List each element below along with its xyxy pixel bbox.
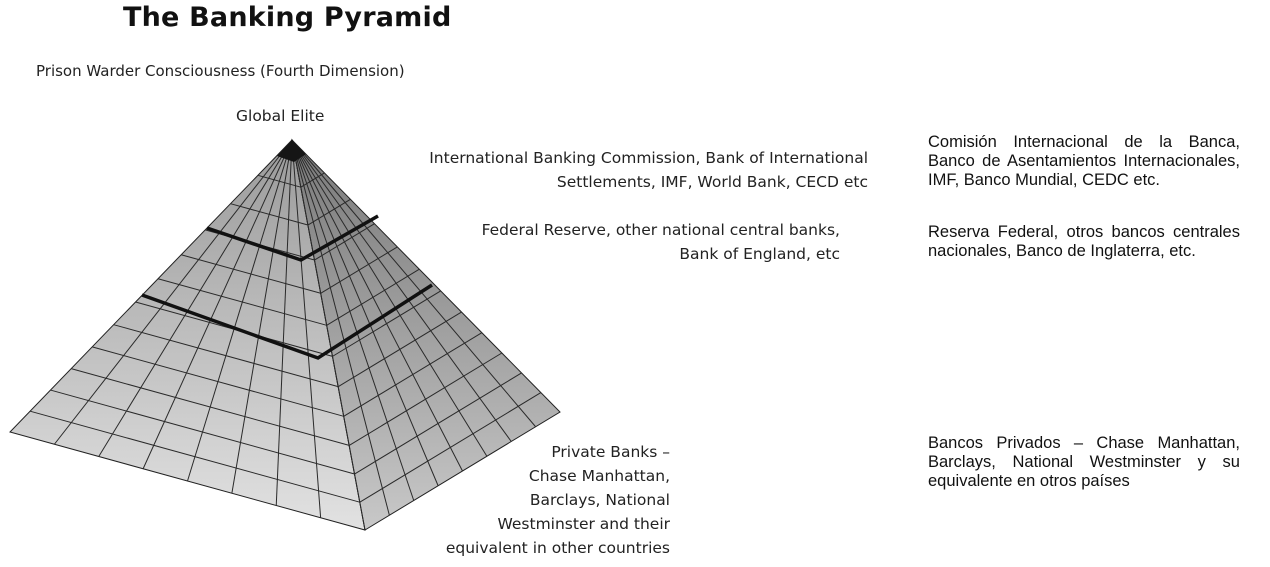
tier-divider-1 bbox=[206, 214, 379, 262]
tier3-label-line: Westminster and their bbox=[497, 515, 670, 533]
grid-ray-line bbox=[142, 139, 293, 469]
grid-ray-line bbox=[291, 139, 537, 428]
tier2-label: Federal Reserve, other national central … bbox=[400, 218, 840, 266]
grid-ray-line bbox=[291, 139, 463, 472]
page-title: The Banking Pyramid bbox=[123, 2, 452, 33]
apex-label: Global Elite bbox=[236, 107, 325, 125]
translation-tier1: Comisión Internacional de la Banca, Banc… bbox=[928, 133, 1240, 189]
tier3-label-line: Private Banks – bbox=[551, 443, 670, 461]
tier-divider-2 bbox=[141, 283, 433, 360]
tier3-label-line: equivalent in other countries bbox=[445, 539, 670, 557]
grid-ray-line bbox=[98, 139, 293, 457]
grid-ray-line bbox=[53, 139, 293, 445]
translation-tier3: Bancos Privados – Chase Manhattan, Barcl… bbox=[928, 434, 1240, 490]
tier2-label-line: Bank of England, etc bbox=[679, 245, 840, 263]
pyramid-apex bbox=[277, 140, 306, 162]
grid-ray-line bbox=[291, 139, 322, 518]
tier1-label-line: Settlements, IMF, World Bank, CECD etc bbox=[556, 173, 868, 191]
grid-ray-line bbox=[291, 139, 415, 501]
grid-ray-line bbox=[187, 139, 293, 482]
grid-ray-line bbox=[231, 139, 293, 494]
translation-tier2: Reserva Federal, otros bancos centrales … bbox=[928, 223, 1240, 260]
pyramid-edge-line bbox=[291, 139, 366, 531]
pyramid-diagram bbox=[9, 138, 561, 531]
grid-ray-line bbox=[291, 139, 488, 457]
grid-ray-line bbox=[291, 139, 512, 442]
tier3-label-line: Chase Manhattan, bbox=[528, 467, 670, 485]
subtitle: Prison Warder Consciousness (Fourth Dime… bbox=[36, 62, 405, 80]
grid-ray-line bbox=[291, 139, 390, 516]
tier3-label-line: Barclays, National bbox=[529, 491, 670, 509]
tier3-label: Private Banks – Chase Manhattan, Barclay… bbox=[370, 440, 670, 560]
tier1-label: International Banking Commission, Bank o… bbox=[336, 146, 868, 194]
grid-ray-line bbox=[275, 139, 293, 506]
grid-ray-line bbox=[291, 139, 439, 486]
tier1-label-line: International Banking Commission, Bank o… bbox=[429, 149, 868, 167]
tier2-label-line: Federal Reserve, other national central … bbox=[481, 221, 840, 239]
